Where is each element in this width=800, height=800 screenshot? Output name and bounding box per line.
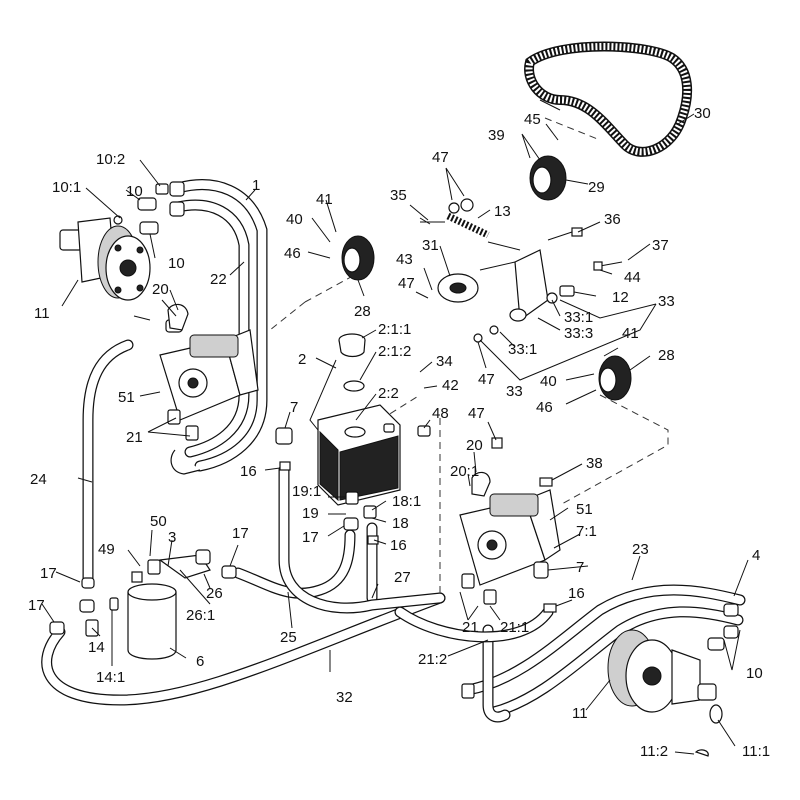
callout-47-mid: 47 — [398, 275, 415, 292]
callout-11-bottom: 11 — [572, 705, 588, 722]
callout-46-right: 46 — [536, 399, 553, 416]
callout-25: 25 — [280, 629, 297, 646]
callout-1: 1 — [252, 177, 260, 194]
callout-11-top: 11 — [34, 305, 50, 322]
callout-2: 2 — [298, 351, 306, 368]
callout-14: 14 — [88, 639, 105, 656]
callout-49: 49 — [98, 541, 115, 558]
callout-28-right: 28 — [658, 347, 675, 364]
hydraulic-motor-top — [59, 217, 151, 301]
callout-2-1-1: 2:1:1 — [378, 321, 411, 338]
callout-20-right: 20 — [466, 437, 483, 454]
callout-42: 42 — [442, 377, 459, 394]
callout-20-1: 20:1 — [450, 463, 479, 480]
callout-33-1-a: 33:1 — [564, 309, 593, 326]
callout-16-a: 16 — [240, 463, 257, 480]
callout-41-left: 41 — [316, 191, 333, 208]
callout-13: 13 — [494, 203, 511, 220]
callout-47-right: 47 — [468, 405, 485, 422]
hydraulic-reservoir — [309, 333, 401, 506]
callout-17-c: 17 — [232, 525, 249, 542]
hydraulic-motor-bottom — [607, 603, 739, 757]
hydraulic-pump-right — [459, 471, 561, 699]
callout-21-2: 21:2 — [418, 651, 447, 668]
callout-10-c: 10 — [746, 665, 763, 682]
callout-2-1-2: 2:1:2 — [378, 343, 411, 360]
callout-17-b: 17 — [28, 597, 45, 614]
callout-6: 6 — [196, 653, 204, 670]
callout-10-b: 10 — [168, 255, 185, 272]
callout-33-3: 33:3 — [564, 325, 593, 342]
callout-22: 22 — [210, 271, 227, 288]
hydraulic-filter — [127, 549, 211, 660]
motor-fittings-top — [113, 181, 185, 235]
callout-38: 38 — [586, 455, 603, 472]
callout-33-a: 33 — [658, 293, 675, 310]
callout-48: 48 — [432, 405, 449, 422]
callout-2-2: 2:2 — [378, 385, 399, 402]
callout-10-2: 10:2 — [96, 151, 125, 168]
callout-41-right: 41 — [622, 325, 639, 342]
callout-4: 4 — [752, 547, 760, 564]
callout-33-1-b: 33:1 — [508, 341, 537, 358]
callout-31: 31 — [422, 237, 439, 254]
callout-33-b: 33 — [506, 383, 523, 400]
callout-19-1: 19:1 — [292, 483, 321, 500]
callout-14-1: 14:1 — [96, 669, 125, 686]
callout-45: 45 — [524, 111, 541, 128]
drive-belt — [524, 41, 693, 157]
callout-17-d: 17 — [302, 529, 319, 546]
callout-40-left: 40 — [286, 211, 303, 228]
callout-23: 23 — [632, 541, 649, 558]
callout-36: 36 — [604, 211, 621, 228]
callout-26-1: 26:1 — [186, 607, 215, 624]
leader-lines — [41, 113, 749, 755]
callout-11-2: 11:2 — [640, 743, 668, 760]
callout-37: 37 — [652, 237, 669, 254]
callout-7-1: 7:1 — [576, 523, 597, 540]
callout-12: 12 — [612, 289, 629, 306]
callout-10-1: 10:1 — [52, 179, 81, 196]
callout-21-right: 21 — [462, 619, 479, 636]
callout-26: 26 — [206, 585, 223, 602]
callout-47-top: 47 — [432, 149, 449, 166]
callout-47-lower: 47 — [478, 371, 495, 388]
callout-21-left: 21 — [126, 429, 143, 446]
callout-27: 27 — [394, 569, 411, 586]
callout-17-a: 17 — [40, 565, 57, 582]
callout-24: 24 — [30, 471, 47, 488]
callout-16-c: 16 — [568, 585, 585, 602]
callout-21-1: 21:1 — [500, 619, 529, 636]
callout-16-b: 16 — [390, 537, 407, 554]
callout-3: 3 — [168, 529, 176, 546]
callout-50: 50 — [150, 513, 167, 530]
callout-39: 39 — [488, 127, 505, 144]
callout-10-a: 10 — [126, 183, 143, 200]
callout-44: 44 — [624, 269, 641, 286]
pulleys — [341, 155, 632, 401]
callout-35: 35 — [390, 187, 407, 204]
callout-7-left: 7 — [290, 399, 298, 416]
callout-51-right: 51 — [576, 501, 593, 518]
callout-28-left: 28 — [354, 303, 371, 320]
callout-43: 43 — [396, 251, 413, 268]
hydraulic-pump-left — [159, 303, 259, 475]
callout-18: 18 — [392, 515, 409, 532]
callout-34: 34 — [436, 353, 453, 370]
callout-11-1: 11:1 — [742, 743, 770, 760]
callout-labels: 1 2 2:1:1 2:1:2 2:2 3 4 6 7 7 7:1 10 10 … — [28, 105, 770, 760]
callout-29: 29 — [588, 179, 605, 196]
callout-30: 30 — [694, 105, 711, 122]
callout-32: 32 — [336, 689, 353, 706]
callout-51-left: 51 — [118, 389, 135, 406]
idler-assembly — [419, 198, 623, 343]
callout-7-right: 7 — [576, 559, 584, 576]
callout-46-left: 46 — [284, 245, 301, 262]
callout-18-1: 18:1 — [392, 493, 421, 510]
callout-40-right: 40 — [540, 373, 557, 390]
callout-20-left: 20 — [152, 281, 169, 298]
callout-19: 19 — [302, 505, 319, 522]
